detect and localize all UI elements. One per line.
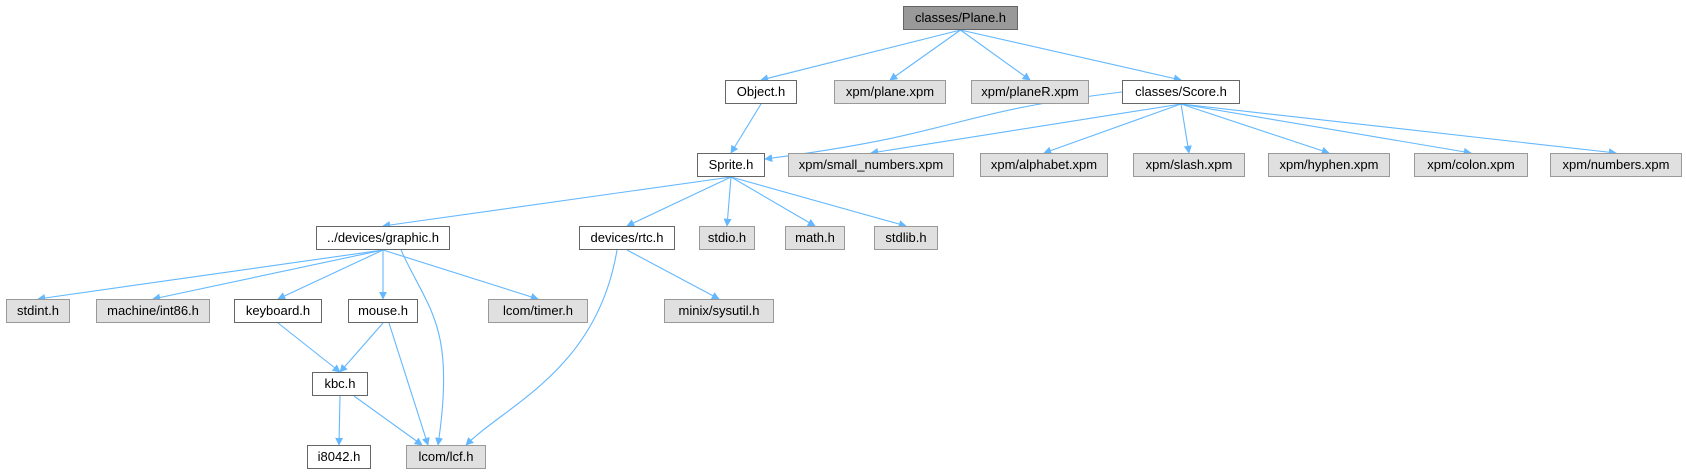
node-kbc[interactable]: kbc.h xyxy=(312,372,368,396)
node-mouse[interactable]: mouse.h xyxy=(348,299,418,323)
edge-graphic-to-timer xyxy=(382,249,539,301)
edge-score-to-slash xyxy=(1180,103,1192,154)
edge-graphic-to-int86 xyxy=(152,249,384,302)
edge-score-to-hyphen xyxy=(1180,103,1330,155)
edge-sprite-to-rtc xyxy=(626,176,732,227)
node-object[interactable]: Object.h xyxy=(725,80,797,104)
node-alphabet: xpm/alphabet.xpm xyxy=(980,153,1108,177)
node-planerxpm: xpm/planeR.xpm xyxy=(971,80,1089,104)
node-stdlib: stdlib.h xyxy=(874,226,938,250)
edge-score-to-colon xyxy=(1180,103,1472,156)
node-stdio: stdio.h xyxy=(699,226,755,250)
edge-plane-to-planerxpm xyxy=(960,29,1031,81)
edge-graphic-to-stdint xyxy=(37,249,384,302)
edge-sprite-to-stdio xyxy=(723,176,732,227)
node-lcf: lcom/lcf.h xyxy=(406,445,486,469)
node-stdint: stdint.h xyxy=(6,299,70,323)
edge-rtc-to-sysutil xyxy=(626,249,720,300)
edge-mouse-to-kbc xyxy=(339,322,384,373)
node-plane: classes/Plane.h xyxy=(903,6,1018,30)
node-keyboard[interactable]: keyboard.h xyxy=(234,299,322,323)
node-slash: xpm/slash.xpm xyxy=(1133,153,1245,177)
node-rtc[interactable]: devices/rtc.h xyxy=(579,226,675,250)
node-sprite[interactable]: Sprite.h xyxy=(697,153,765,177)
edge-sprite-to-math xyxy=(730,176,816,227)
edge-score-to-smallnum xyxy=(870,103,1182,156)
node-colon: xpm/colon.xpm xyxy=(1414,153,1528,177)
edge-plane-to-score xyxy=(960,29,1182,83)
node-smallnum: xpm/small_numbers.xpm xyxy=(788,153,954,177)
node-i8042[interactable]: i8042.h xyxy=(307,445,371,469)
edge-sprite-to-stdlib xyxy=(730,176,907,228)
node-sysutil: minix/sysutil.h xyxy=(664,299,774,323)
edge-graphic-to-keyboard xyxy=(277,249,384,300)
node-numbers: xpm/numbers.xpm xyxy=(1550,153,1682,177)
node-hyphen: xpm/hyphen.xpm xyxy=(1268,153,1390,177)
edge-score-to-alphabet xyxy=(1043,103,1182,155)
edge-rtc-to-lcf xyxy=(465,249,618,446)
edge-kbc-to-i8042 xyxy=(335,395,344,446)
node-planexpm: xpm/plane.xpm xyxy=(834,80,946,104)
edge-score-to-numbers xyxy=(1180,103,1617,157)
edge-mouse-to-lcf xyxy=(388,322,430,446)
node-timer: lcom/timer.h xyxy=(488,299,588,323)
edge-kbc-to-lcf xyxy=(353,395,423,446)
node-graphic[interactable]: ../devices/graphic.h xyxy=(316,226,450,250)
edge-keyboard-to-kbc xyxy=(277,322,341,373)
edge-plane-to-object xyxy=(760,29,961,83)
node-score[interactable]: classes/Score.h xyxy=(1122,80,1240,104)
edge-plane-to-planexpm xyxy=(889,29,961,81)
edge-object-to-sprite xyxy=(730,103,762,154)
node-int86: machine/int86.h xyxy=(96,299,210,323)
edge-sprite-to-graphic xyxy=(382,176,732,229)
node-math: math.h xyxy=(785,226,845,250)
edge-graphic-to-lcf xyxy=(400,249,445,446)
